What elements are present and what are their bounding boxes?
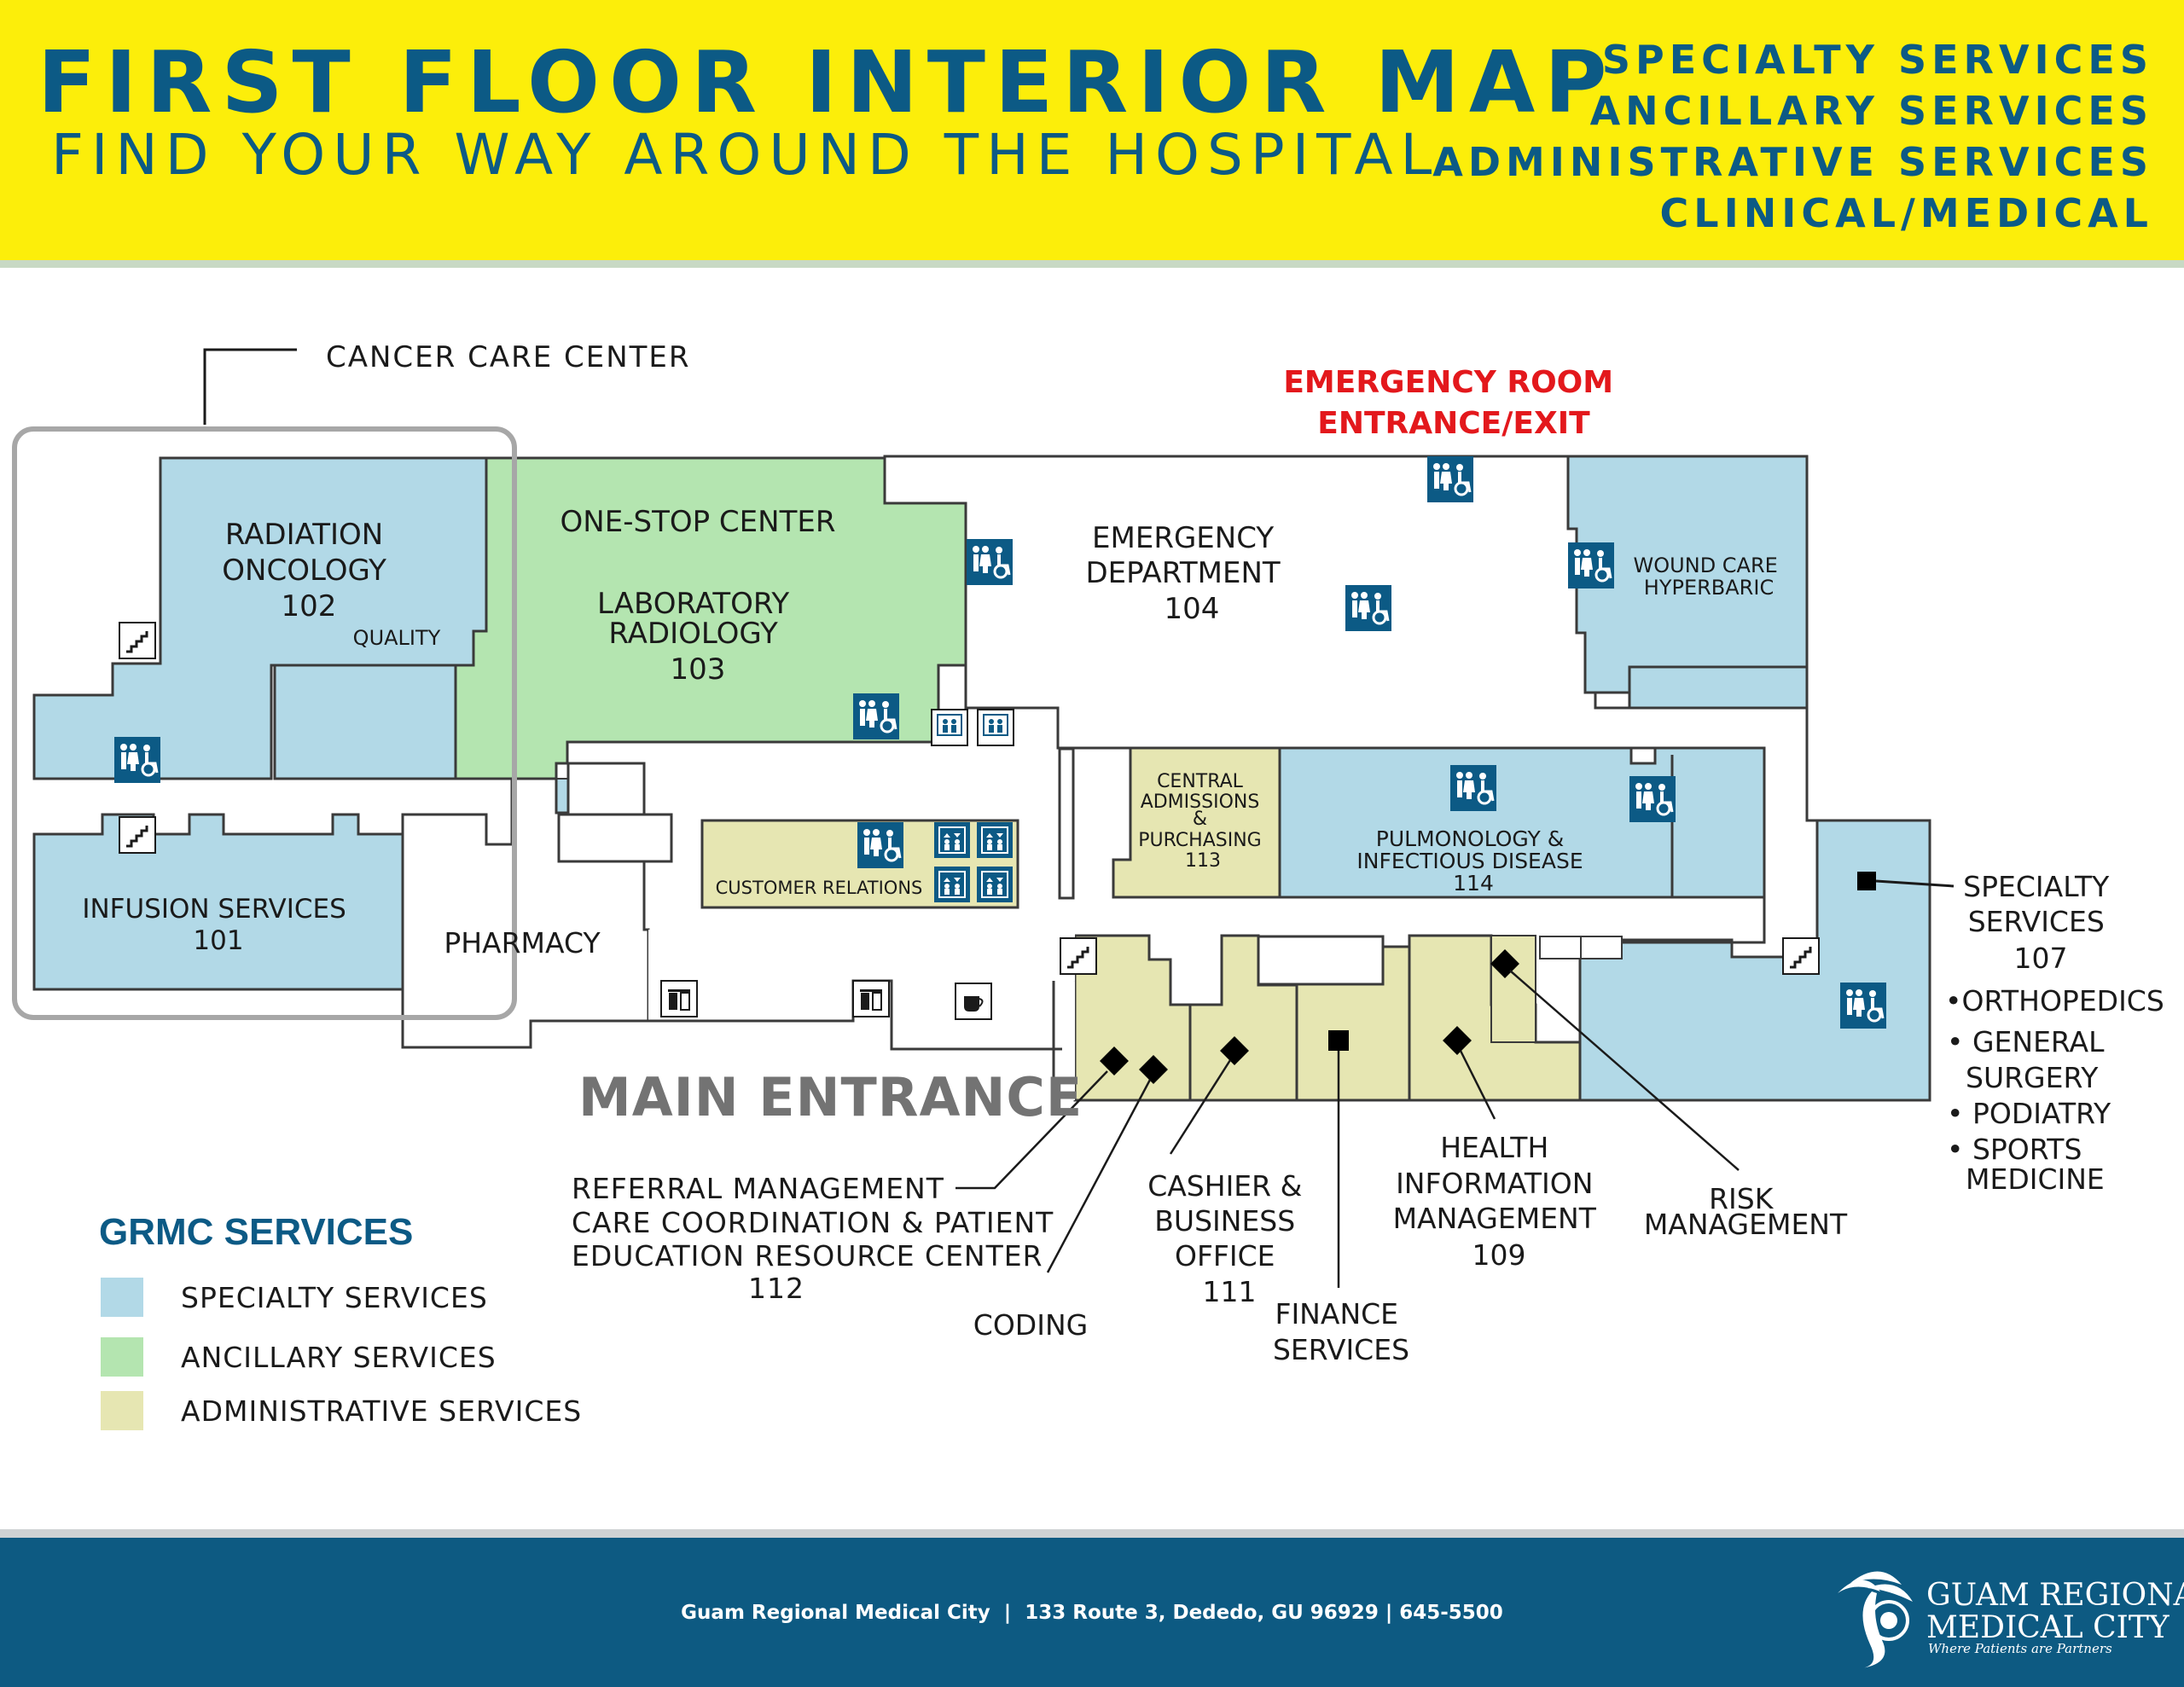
label-cancer-care-center: CANCER CARE CENTER xyxy=(326,340,691,374)
corridor-pharmacy xyxy=(401,762,650,1049)
page-title: FIRST FLOOR INTERIOR MAP xyxy=(38,32,1617,132)
restroom-icon xyxy=(1566,541,1616,590)
label-finance: FINANCE SERVICES xyxy=(1273,1297,1409,1366)
label-one-stop-center: ONE-STOP CENTER xyxy=(561,505,836,539)
label-emergency-department: EMERGENCY DEPARTMENT 104 xyxy=(1085,521,1289,626)
label-customer-relations: CUSTOMER RELATIONS xyxy=(716,878,923,898)
restroom-icon xyxy=(1426,455,1475,504)
legend-swatch xyxy=(101,1278,143,1317)
stairs-icon xyxy=(118,815,157,855)
restroom-icon xyxy=(1838,981,1888,1030)
logo-text: GUAM REGIONAL MEDICAL CITY xyxy=(1926,1580,2184,1644)
elevator-icon xyxy=(933,866,971,903)
category-specialty: SPECIALTY SERVICES xyxy=(1601,37,2153,83)
label-main-entrance: MAIN ENTRANCE xyxy=(578,1066,1083,1128)
label-referral-management: REFERRAL MANAGEMENT CARE COORDINATION & … xyxy=(572,1172,1064,1305)
restroom-icon xyxy=(1628,774,1677,824)
legend-item-administrative: ADMINISTRATIVE SERVICES xyxy=(101,1389,582,1432)
logo-line-1: GUAM REGIONAL xyxy=(1926,1578,2184,1613)
elevator-icon xyxy=(976,821,1014,859)
footer-bar xyxy=(0,1538,2184,1687)
elevator-icon xyxy=(976,866,1014,903)
logo-palm-icon xyxy=(1838,1571,1913,1668)
restroom-icon xyxy=(1449,763,1498,813)
trash-recycle-icon xyxy=(852,980,890,1017)
coffee-icon xyxy=(955,983,992,1020)
label-risk-management: RISK MANAGEMENT xyxy=(1644,1182,1848,1241)
label-central-admissions: CENTRAL ADMISSIONS & PURCHASING 113 xyxy=(1138,771,1267,872)
legend-item-specialty: SPECIALTY SERVICES xyxy=(101,1276,488,1319)
category-administrative: ADMINISTRATIVE SERVICES xyxy=(1432,139,2153,185)
stairs-icon xyxy=(118,621,157,660)
logo-line-2: MEDICAL CITY xyxy=(1926,1610,2169,1645)
category-ancillary: ANCILLARY SERVICES xyxy=(1589,88,2153,134)
footer-address: Guam Regional Medical City | 133 Route 3… xyxy=(681,1602,1503,1624)
legend-label: ANCILLARY SERVICES xyxy=(181,1340,497,1374)
header-banner xyxy=(0,0,2184,260)
label-cashier: CASHIER & BUSINESS OFFICE 111 xyxy=(1147,1169,1311,1308)
trash-recycle-icon xyxy=(660,980,698,1017)
elevator-icon xyxy=(933,821,971,859)
stairs-icon xyxy=(1059,936,1098,976)
label-coding: CODING xyxy=(973,1308,1088,1342)
restroom-icon xyxy=(1344,583,1393,633)
room-pulmonology xyxy=(1278,746,1766,899)
category-list: SPECIALTY SERVICES ANCILLARY SERVICES AD… xyxy=(1432,34,2153,239)
label-infusion-services: INFUSION SERVICES 101 xyxy=(82,894,354,956)
label-pulmonology: PULMONOLOGY & INFECTIOUS DISEASE 114 xyxy=(1356,826,1589,896)
label-health-information: HEALTH INFORMATION MANAGEMENT 109 xyxy=(1393,1131,1606,1272)
restroom-icon xyxy=(113,735,162,785)
corridor-main xyxy=(648,930,1075,1100)
staff-elevator-icon xyxy=(931,709,968,746)
cancer-care-center-outline xyxy=(12,426,517,1020)
legend-swatch xyxy=(101,1391,143,1430)
room-quality xyxy=(273,664,457,780)
legend-label: ADMINISTRATIVE SERVICES xyxy=(181,1394,583,1428)
legend-title: GRMC SERVICES xyxy=(99,1211,414,1253)
category-clinical: CLINICAL/MEDICAL xyxy=(1659,190,2153,236)
restroom-icon xyxy=(856,820,905,870)
label-pharmacy: PHARMACY xyxy=(444,926,601,959)
label-quality: QUALITY xyxy=(353,626,441,650)
staff-elevator-icon xyxy=(977,709,1014,746)
restroom-icon xyxy=(851,692,901,741)
legend-label: SPECIALTY SERVICES xyxy=(181,1280,488,1314)
label-emergency-entrance: EMERGENCY ROOM ENTRANCE/EXIT xyxy=(1283,365,1623,441)
label-radiation-oncology: RADIATION ONCOLOGY 102 xyxy=(222,518,395,623)
logo-tagline: Where Patients are Partners xyxy=(1928,1641,2112,1656)
room-emergency-department xyxy=(883,455,1819,959)
header-divider xyxy=(0,260,2184,268)
label-specialty-107: SPECIALTY SERVICES 107 xyxy=(1963,870,2118,975)
room-risk xyxy=(1490,935,1536,1043)
page-subtitle: FIND YOUR WAY AROUND THE HOSPITAL xyxy=(51,122,1440,188)
specialty-107-list: •ORTHOPEDICS • GENERAL SURGERY • PODIATR… xyxy=(1945,984,2173,1196)
label-wound-care: WOUND CARE HYPERBARIC xyxy=(1634,554,1785,600)
footer-divider xyxy=(0,1529,2184,1538)
room-wound-care-annex xyxy=(1628,665,1809,710)
stairs-icon xyxy=(1781,936,1821,976)
legend-swatch xyxy=(101,1337,143,1377)
floor-map: CANCER CARE CENTER RADIATION ONCOLOGY 10… xyxy=(12,340,2173,1366)
legend-item-ancillary: ANCILLARY SERVICES xyxy=(101,1336,497,1378)
label-laboratory-radiology: LABORATORY RADIOLOGY 103 xyxy=(597,587,799,687)
restroom-icon xyxy=(965,537,1014,587)
